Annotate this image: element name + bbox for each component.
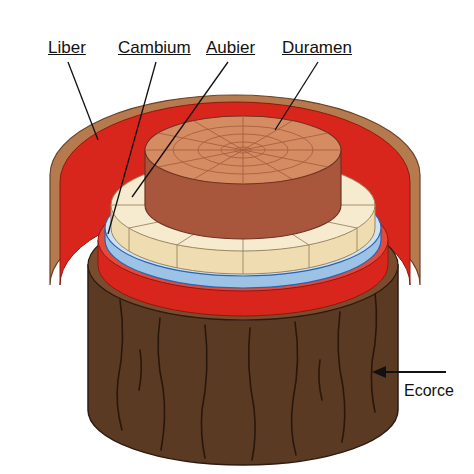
part-label: Ecorce — [404, 382, 454, 400]
part-label: Aubier — [206, 38, 255, 58]
part-label: Duramen — [282, 38, 352, 58]
pointer-arrow — [384, 371, 446, 373]
leader-lines — [68, 62, 318, 234]
part-label: Liber — [48, 38, 86, 58]
duramen-side — [145, 150, 341, 239]
part-label: Cambium — [118, 38, 191, 58]
growth-rings — [145, 116, 341, 184]
arrow-head — [372, 366, 386, 378]
duramen-top — [145, 116, 341, 184]
